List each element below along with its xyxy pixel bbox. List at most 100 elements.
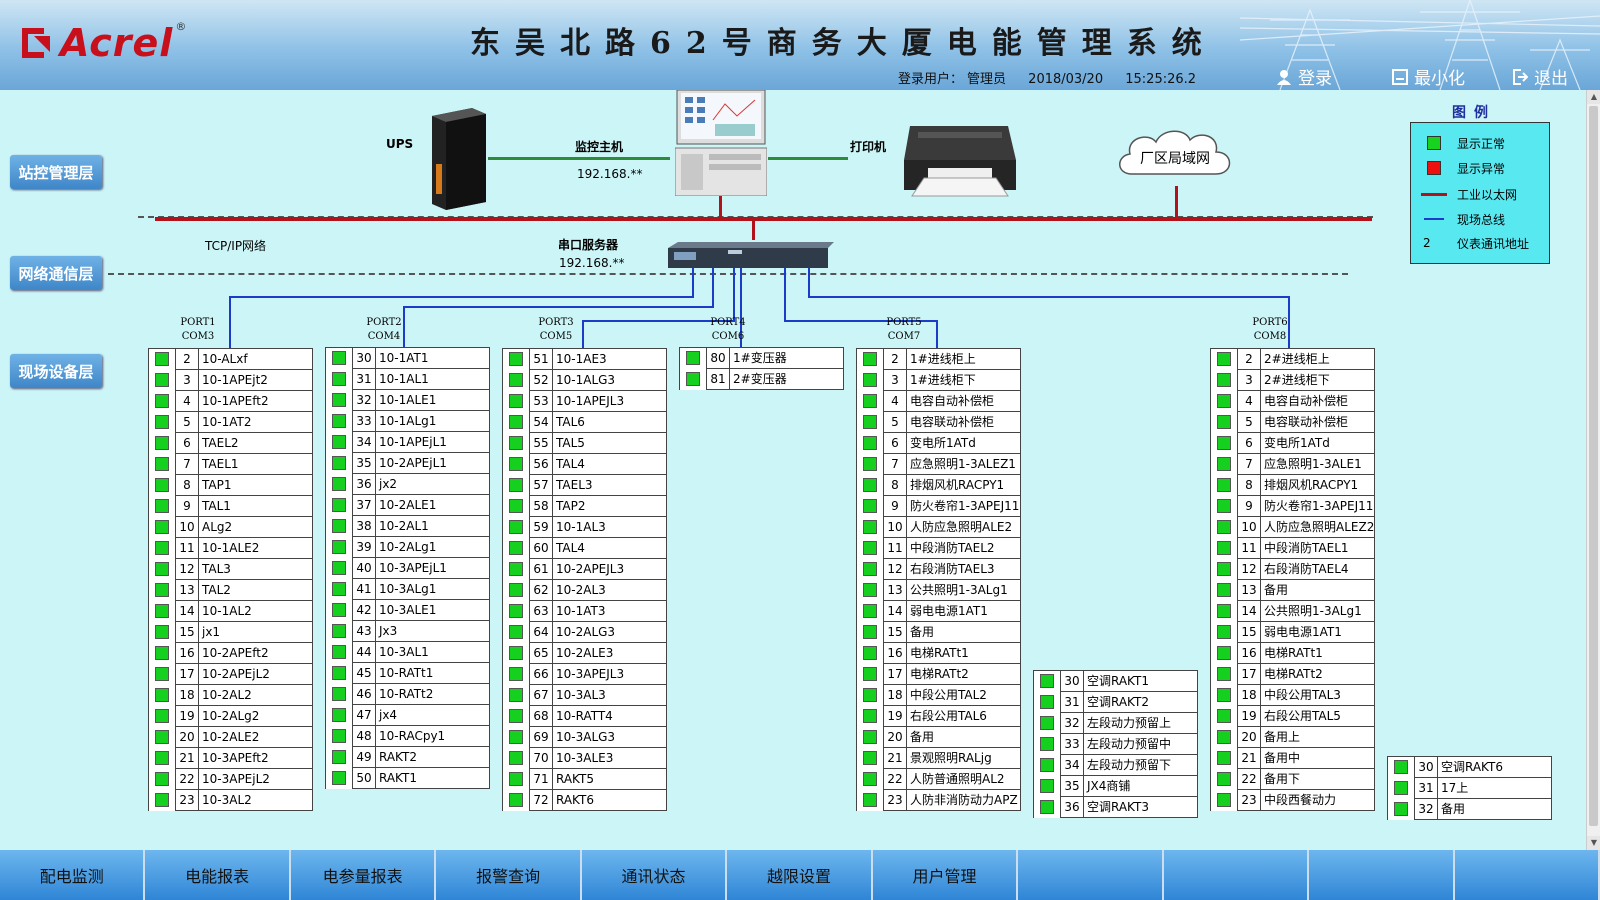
nav-item-4[interactable]: 通讯状态 [582,850,728,900]
nav-item-10[interactable] [1455,850,1600,900]
nav-item-3[interactable]: 报警查询 [436,850,582,900]
nav-item-2[interactable]: 电参量报表 [291,850,437,900]
scroll-up-icon[interactable]: ▲ [1587,90,1600,104]
layer-network-button[interactable]: 网络通信层 [10,256,102,290]
nav-item-7[interactable] [1018,850,1164,900]
nav-item-9[interactable] [1309,850,1455,900]
nav-item-6[interactable]: 用户管理 [873,850,1019,900]
nav-item-5[interactable]: 越限设置 [727,850,873,900]
minimize-button[interactable]: 最小化 [1392,64,1465,89]
nav-item-0[interactable]: 配电监测 [0,850,146,900]
scrollbar-thumb[interactable] [1589,106,1598,826]
login-button[interactable]: 登录 [1276,64,1332,89]
nav-item-8[interactable] [1164,850,1310,900]
layer-field-button[interactable]: 现场设备层 [10,354,102,388]
